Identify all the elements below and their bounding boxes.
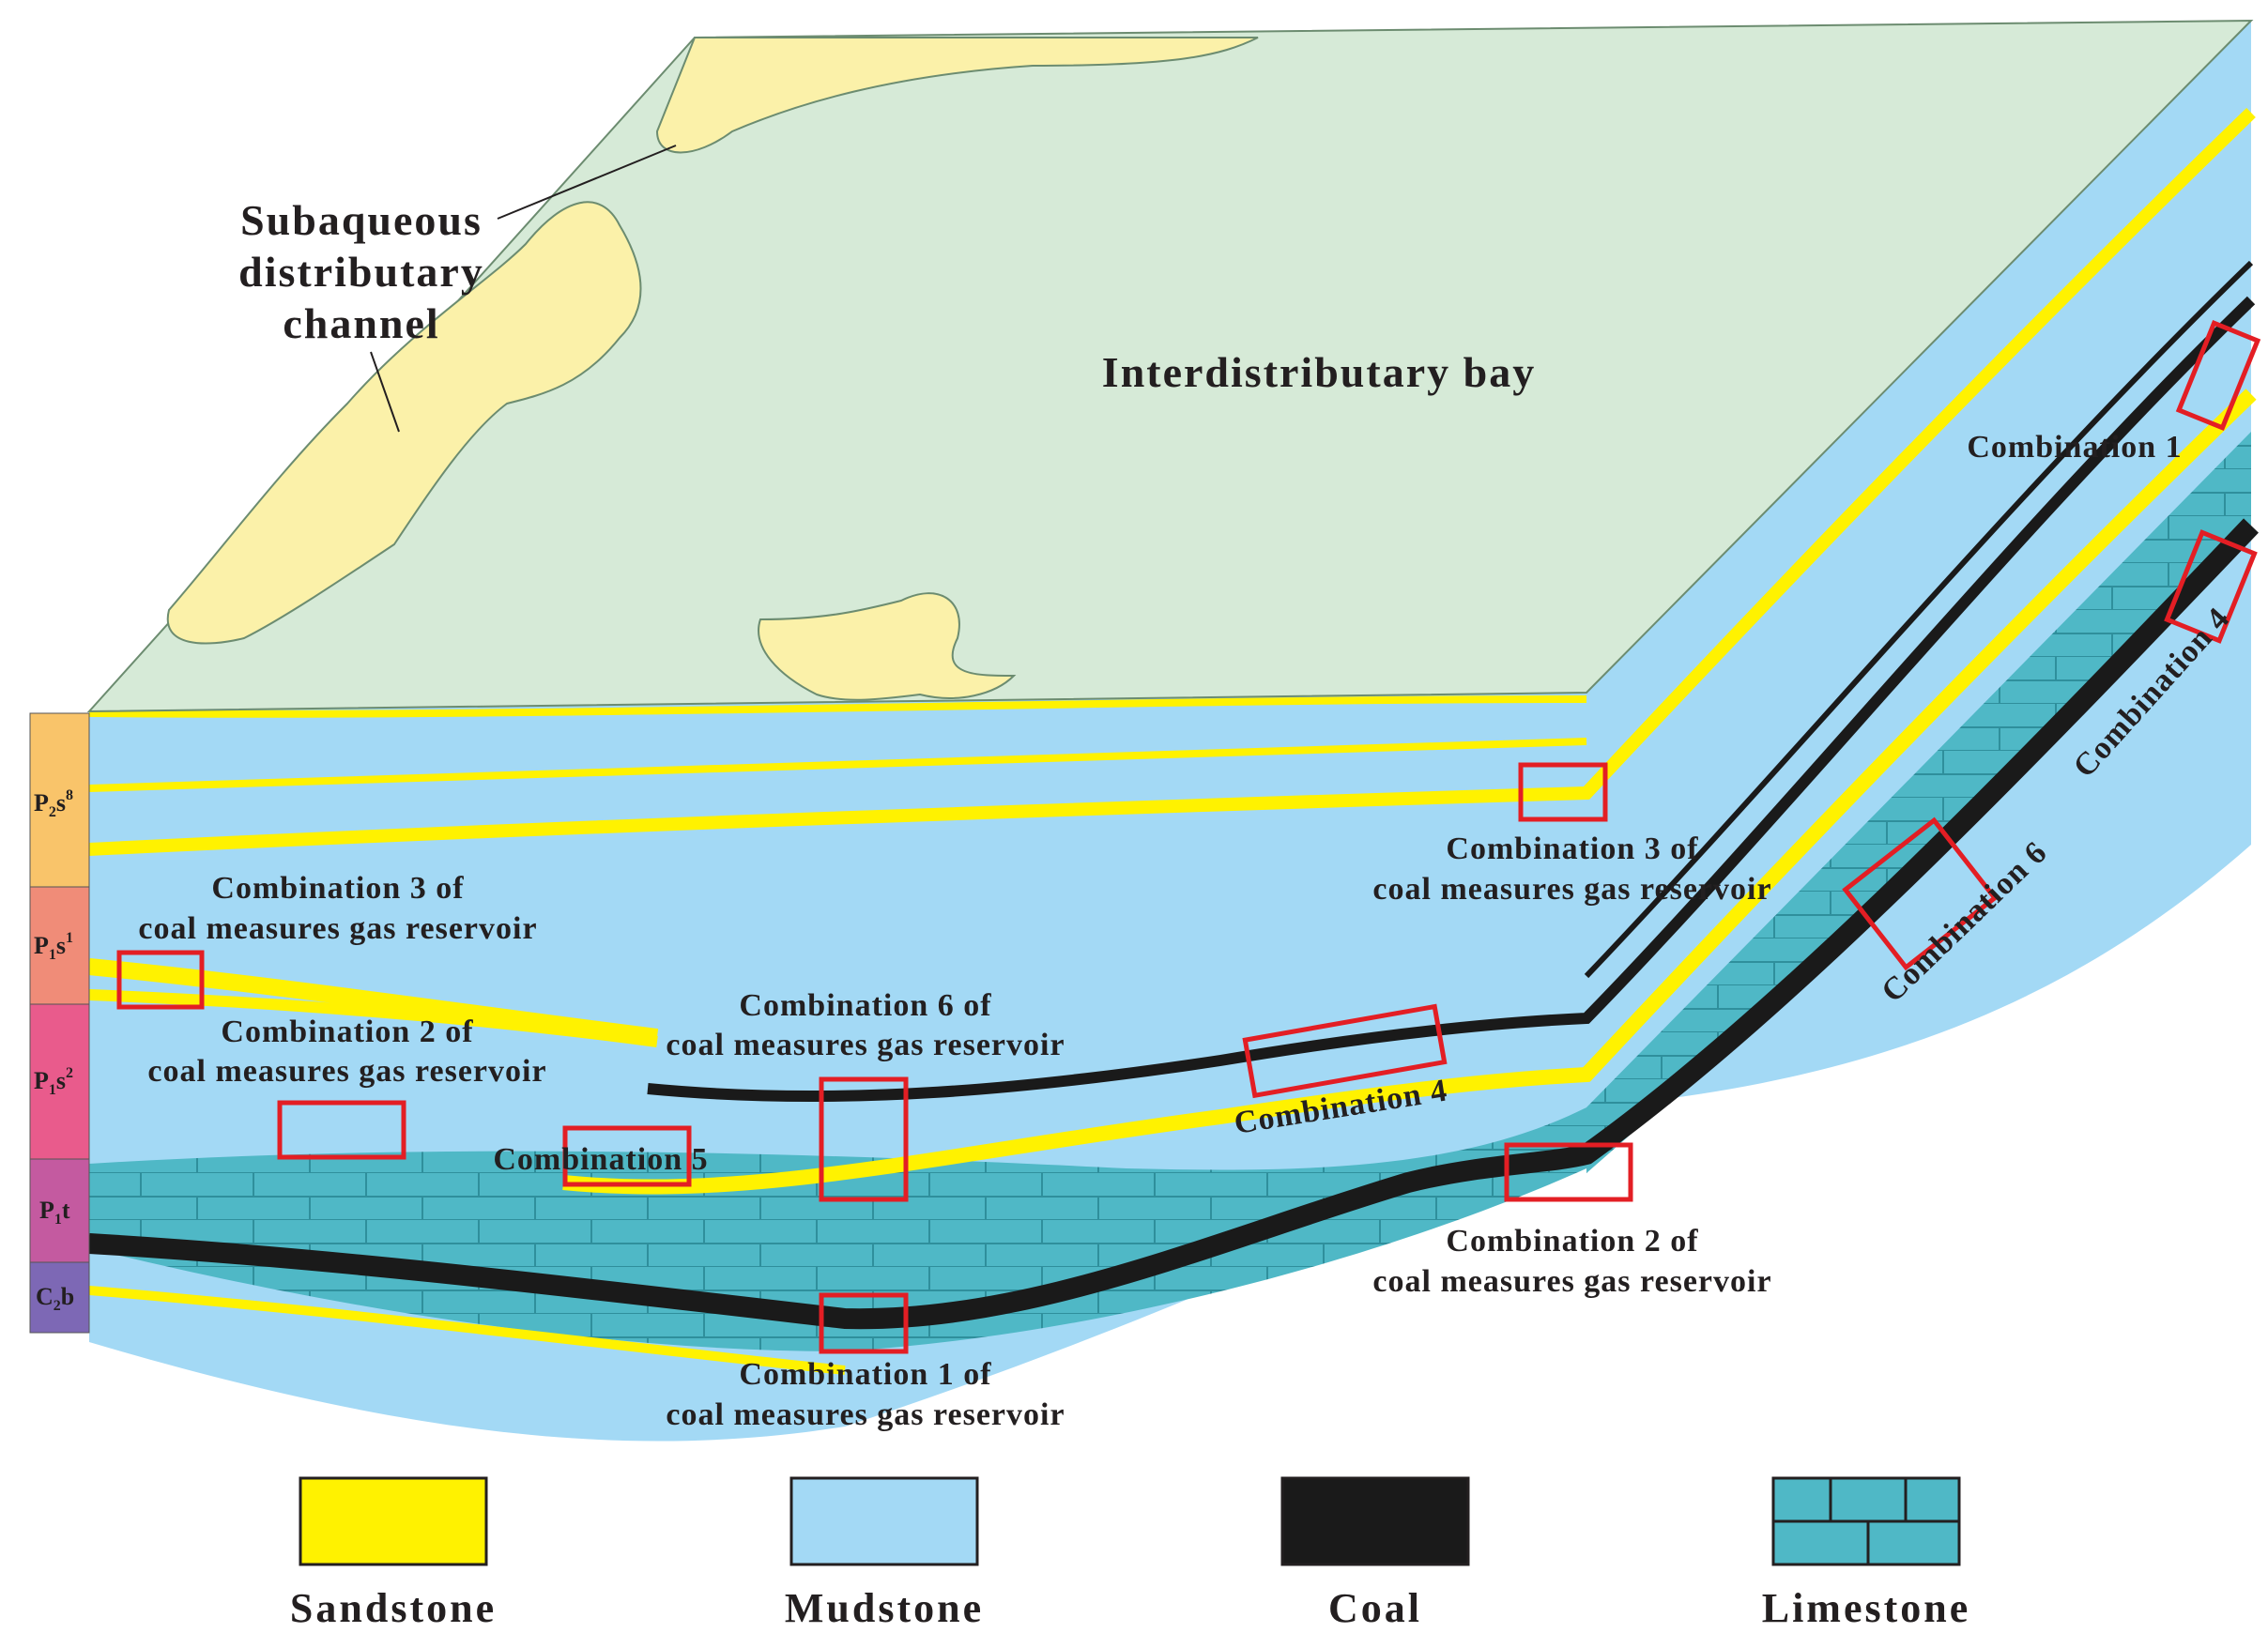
leader-lines	[370, 145, 677, 433]
legend-label-mudstone: Mudstone	[785, 1585, 984, 1631]
channel-surface-main	[166, 201, 642, 645]
legend-swatch-coal	[1280, 1476, 1470, 1566]
legend-swatch-limestone	[1771, 1476, 1961, 1566]
coal-seam-upper	[1584, 260, 2254, 979]
limestone-band-front	[89, 1107, 1586, 1351]
annotation-combination-6-line2: coal measures gas reservoir	[666, 1028, 1065, 1062]
strata-p1s2-label: P1s2	[34, 1065, 73, 1098]
reservoir-box-combination-2-left	[277, 1100, 406, 1160]
annotation-combination-3-left-line1: Combination 3 of	[211, 871, 464, 906]
reservoir-box-combination-4	[1242, 1003, 1448, 1099]
reservoir-box-combination-2-right	[1504, 1142, 1633, 1202]
coal-seam-middle	[647, 296, 2256, 1103]
strata-p1t-label: P1t	[39, 1197, 70, 1228]
surface-labels: Subaqueous distributary channel Interdis…	[238, 196, 1536, 396]
channel-label-line2: distributary	[238, 248, 484, 296]
annotation-combination-2-left-line2: coal measures gas reservoir	[147, 1054, 546, 1089]
legend-label-coal: Coal	[1328, 1585, 1422, 1631]
reservoir-boxes	[116, 320, 2261, 1354]
coal-seam-lower	[88, 518, 2259, 1330]
annotation-combination-5: Combination 5	[493, 1142, 708, 1177]
strata-p2s8	[29, 712, 90, 888]
legend-swatch-mudstone	[789, 1476, 979, 1566]
limestone-band-side	[1586, 432, 2251, 1173]
reservoir-box-combination-6	[819, 1076, 909, 1202]
annotation-combination-2-right-line2: coal measures gas reservoir	[1372, 1264, 1771, 1299]
sandstone-layer-4	[562, 389, 2257, 1195]
strata-p1t	[29, 1158, 90, 1263]
reservoir-box-combination-4-right	[2164, 529, 2258, 644]
sandstone-layer-1	[88, 107, 2256, 856]
sandstone-layer-3	[88, 989, 658, 1047]
reservoir-box-combination-5	[562, 1125, 692, 1187]
annotation-combination-3-right-line2: coal measures gas reservoir	[1372, 872, 1771, 907]
reservoir-box-combination-1	[819, 1292, 909, 1354]
strata-p1s1-label: P1s1	[34, 930, 73, 963]
legend-label-limestone: Limestone	[1762, 1585, 1971, 1631]
legend: Sandstone Mudstone Coal Limestone	[290, 1476, 1971, 1631]
sandstone-layer-5	[88, 1286, 846, 1375]
strata-c2b	[29, 1261, 90, 1334]
strata-p1s2	[29, 1003, 90, 1160]
annotation-combination-3-left-line2: coal measures gas reservoir	[138, 911, 537, 946]
annotation-combination-1-line1: Combination 1 of	[739, 1357, 991, 1392]
strata-p1s1	[29, 886, 90, 1005]
annotation-combination-2-left-line1: Combination 2 of	[221, 1015, 473, 1049]
bay-label: Interdistributary bay	[1102, 348, 1536, 396]
sandstone-layer-6	[88, 738, 1587, 792]
channel-label-line1: Subaqueous	[240, 196, 483, 244]
channel-label-line3: channel	[283, 299, 439, 347]
legend-swatch-sandstone	[299, 1476, 488, 1566]
annotation-combination-3-right-line1: Combination 3 of	[1446, 832, 1698, 866]
strata-p2s8-label: P2s8	[34, 787, 73, 820]
legend-label-sandstone: Sandstone	[290, 1585, 497, 1631]
annotation-combination-2-right-line1: Combination 2 of	[1446, 1224, 1698, 1259]
annotation-combination-1-line2: coal measures gas reservoir	[666, 1397, 1065, 1432]
annotation-combination-1-right: Combination 1	[1967, 430, 2182, 465]
top-surface	[86, 19, 2254, 713]
reservoir-box-combination-3-right	[1518, 762, 1608, 822]
reservoir-box-combination-1-right	[2175, 320, 2261, 431]
interdistributary-bay-surface	[86, 19, 2254, 713]
channel-surface-upper	[655, 37, 1259, 154]
reservoir-box-combination-3-left	[116, 950, 205, 1010]
annotation-combination-6-line1: Combination 6 of	[739, 988, 991, 1023]
reservoir-box-combination-6-right	[1842, 816, 1999, 971]
cross-section-body	[88, 21, 2259, 1442]
sandstone-layer-top	[88, 695, 1587, 718]
strata-c2b-label: C2b	[36, 1283, 74, 1314]
channel-surface-lobe	[758, 592, 1017, 701]
stratigraphic-column: P2s8 P1s1 P1s2 P1t C2b	[29, 712, 90, 1334]
